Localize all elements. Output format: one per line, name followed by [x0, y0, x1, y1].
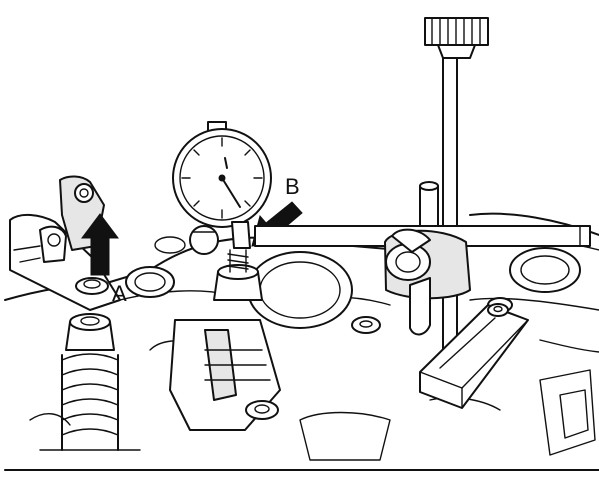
cylinder-head — [4, 212, 599, 471]
magnetic-stand — [254, 17, 591, 409]
gauge-ticks — [181, 137, 263, 219]
up-arrow-icon — [81, 213, 119, 276]
callout-label-a: A — [112, 281, 127, 306]
base-bolt — [487, 303, 509, 317]
left-valve-assembly — [9, 175, 141, 451]
dial-gauge — [172, 121, 272, 255]
callout-label-b: B — [285, 174, 300, 199]
center-valve-assembly — [169, 249, 513, 431]
